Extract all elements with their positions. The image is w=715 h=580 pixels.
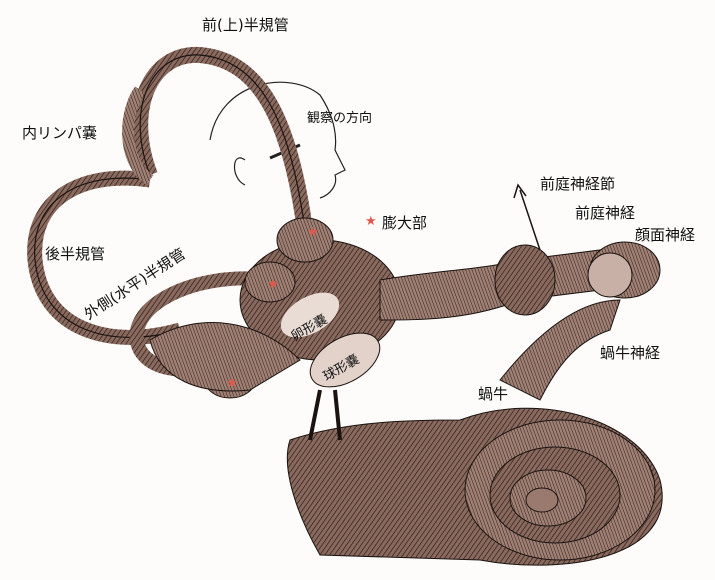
label-endolymphatic-sac: 内リンパ嚢 xyxy=(22,124,98,142)
ampulla-star-icon: ★ xyxy=(226,376,238,391)
label-anterior-canal: 前(上)半規管 xyxy=(202,16,289,34)
vestibular-ganglion-shape xyxy=(494,244,556,316)
endolymphatic-duct xyxy=(122,86,154,185)
direction-arrow xyxy=(519,189,541,251)
ampulla-star-icon: ★ xyxy=(267,277,279,292)
label-facial-nerve: 顔面神経 xyxy=(635,226,696,244)
nerve-bundle xyxy=(379,249,601,321)
label-vestibular-ganglion: 前庭神経節 xyxy=(540,175,616,193)
label-viewing-direction: 観察の方向 xyxy=(307,111,373,126)
cochlear-nerve xyxy=(499,299,621,401)
ampulla-star-icon: ★ xyxy=(307,225,319,240)
label-cochlea: 蝸牛 xyxy=(478,385,509,403)
cochlea-shape xyxy=(286,407,663,566)
ampulla-star-icon: ★ xyxy=(365,214,377,229)
saccule-shape xyxy=(309,332,381,388)
label-posterior-canal: 後半規管 xyxy=(45,245,106,263)
label-cochlear-nerve: 蝸牛神経 xyxy=(600,344,661,362)
anterior-canal xyxy=(132,46,313,232)
utricle-shape xyxy=(280,292,340,338)
label-ampulla: 膨大部 xyxy=(382,214,428,232)
label-vestibular-nerve: 前庭神経 xyxy=(575,204,636,222)
